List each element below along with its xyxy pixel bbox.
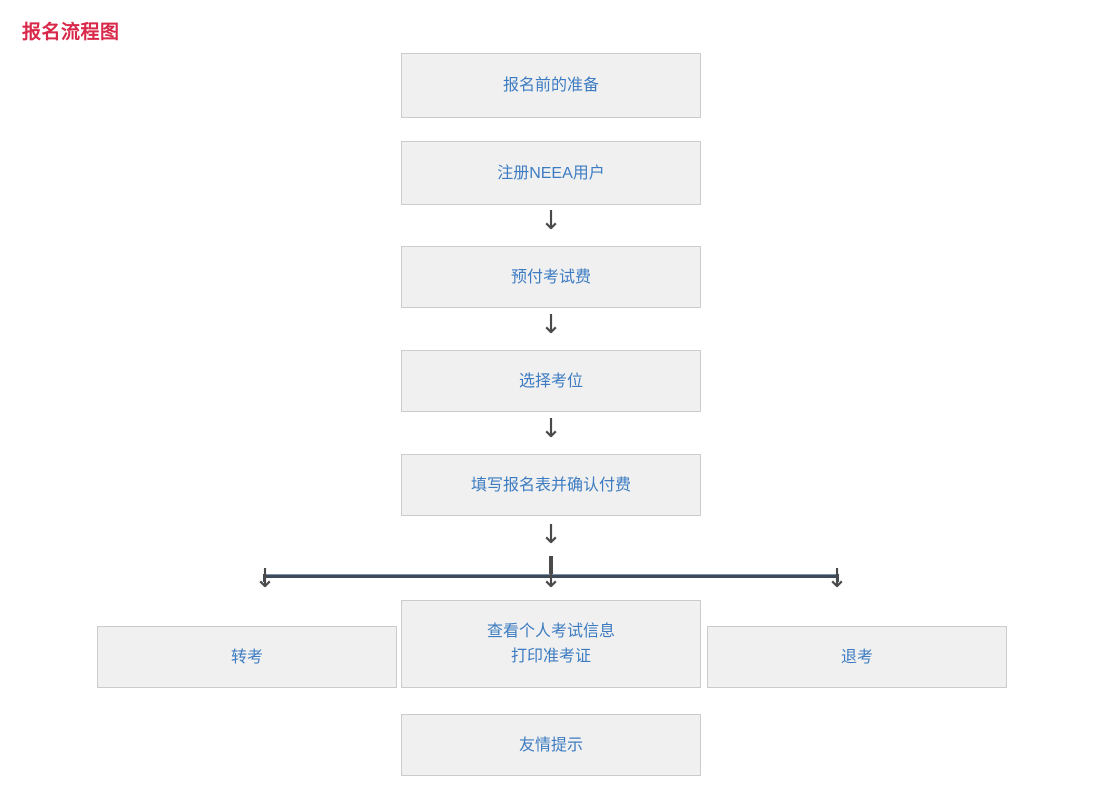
arrow-down-icon-4: ↓ <box>540 520 562 550</box>
connector-drop-right <box>836 574 839 582</box>
page-title: 报名流程图 <box>22 22 120 43</box>
arrow-down-icon-3: ↓ <box>540 414 562 444</box>
flow-node-register[interactable]: 注册NEEA用户 <box>401 141 701 205</box>
flow-node-prepay[interactable]: 预付考试费 <box>401 246 701 308</box>
connector-horizontal-bar <box>265 574 838 578</box>
arrow-down-icon-1: ↓ <box>540 206 562 236</box>
flow-node-tips[interactable]: 友情提示 <box>401 714 701 776</box>
arrow-down-icon-branch-right: ↓ <box>826 564 848 594</box>
arrow-down-icon-branch-center: ↓ <box>540 564 562 594</box>
flow-node-select-seat[interactable]: 选择考位 <box>401 350 701 412</box>
flow-node-view-info[interactable]: 查看个人考试信息 打印准考证 <box>401 600 701 688</box>
connector-drop-left <box>263 574 266 582</box>
flow-node-refund[interactable]: 退考 <box>707 626 1007 688</box>
flow-node-fill-form[interactable]: 填写报名表并确认付费 <box>401 454 701 516</box>
connector-stem <box>549 556 553 578</box>
flow-node-transfer[interactable]: 转考 <box>97 626 397 688</box>
arrow-down-icon-branch-left: ↓ <box>254 564 276 594</box>
arrow-down-icon-2: ↓ <box>540 310 562 340</box>
flow-node-prepare[interactable]: 报名前的准备 <box>401 53 701 118</box>
